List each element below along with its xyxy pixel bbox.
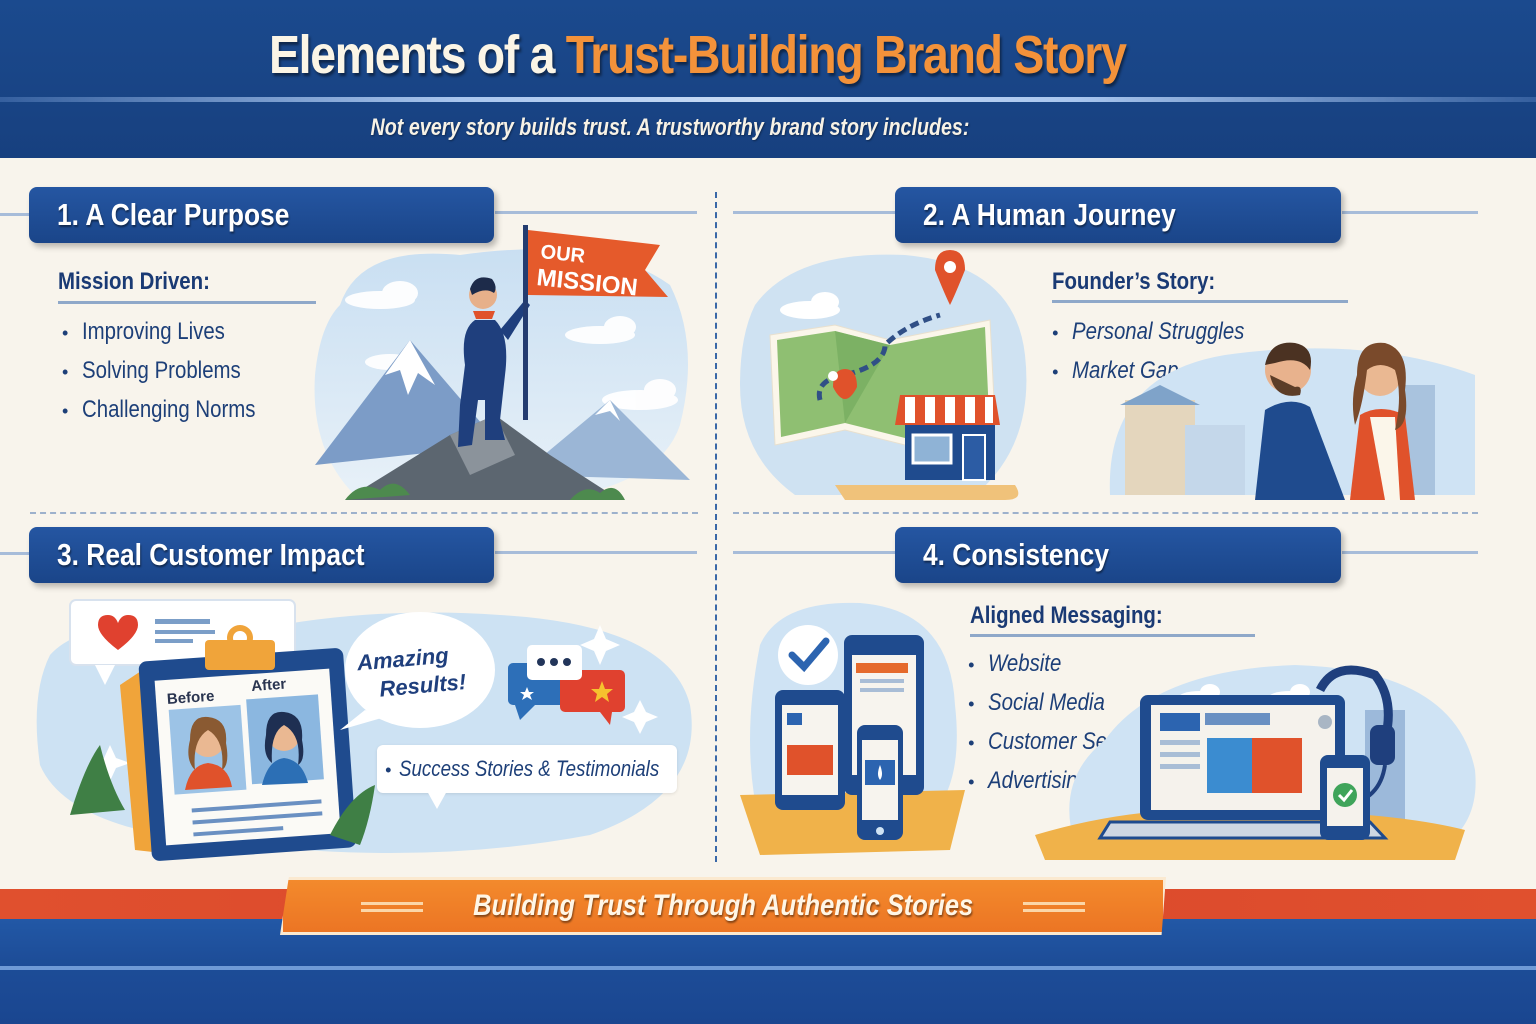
tab-line xyxy=(1342,551,1478,554)
testimonial-callout: •Success Stories & Testimonials xyxy=(377,745,677,809)
heart-icon xyxy=(98,615,138,650)
section-title-3: 3. Real Customer Impact xyxy=(29,527,494,583)
founders-illustration xyxy=(1109,342,1475,500)
list-item: •Personal Struggles xyxy=(1052,318,1245,345)
testimonials-illustration: Before After Amazing Results! xyxy=(36,599,692,861)
vertical-divider xyxy=(715,192,717,862)
title-white-part: Elements of a xyxy=(268,25,566,85)
mountain-flag-illustration: OUR MISSION xyxy=(314,225,690,500)
list-item: •Solving Problems xyxy=(62,357,241,384)
subheading-mission-driven: Mission Driven: xyxy=(58,268,210,295)
footer-banner-text: Building Trust Through Authentic Stories xyxy=(472,889,974,922)
title-orange-part: Trust-Building Brand Story xyxy=(565,25,1127,85)
banner-decoration-left xyxy=(360,902,423,913)
banner-decoration-right xyxy=(1023,902,1086,913)
checkmark-icon xyxy=(788,637,830,673)
page-subtitle: Not every story builds trust. A trustwor… xyxy=(370,114,970,141)
footer-divider xyxy=(0,966,1536,970)
horizontal-divider-left xyxy=(30,512,698,514)
list-item: •Website xyxy=(968,650,1062,677)
tab-line xyxy=(0,552,30,555)
laptop-headset-illustration xyxy=(1035,665,1476,860)
horizontal-divider-right xyxy=(733,512,1478,514)
devices-illustration xyxy=(740,602,965,855)
list-item: •Challenging Norms xyxy=(62,396,256,423)
impact-bullet-list: •Success Stories & Testimonials xyxy=(385,750,705,789)
subheading-rule xyxy=(1052,300,1348,303)
after-label: After xyxy=(251,676,287,695)
list-item: •Social Media xyxy=(968,689,1105,716)
tab-line xyxy=(495,551,697,554)
tab-line xyxy=(733,551,895,554)
footer-blue-band xyxy=(0,919,1536,1024)
section-title-1: 1. A Clear Purpose xyxy=(29,187,494,243)
mission-bullet-list: •Improving Lives •Solving Problems •Chal… xyxy=(62,313,286,430)
callout-tail xyxy=(427,791,447,809)
flag-text-our: OUR xyxy=(539,241,586,268)
section-title-4: 4. Consistency xyxy=(895,527,1341,583)
list-item: •Success Stories & Testimonials xyxy=(385,756,660,781)
tab-line xyxy=(733,211,895,214)
list-item: •Market Gap xyxy=(1052,357,1179,384)
list-item: •Improving Lives xyxy=(62,318,225,345)
tab-line xyxy=(1342,211,1478,214)
subheading-aligned-messaging: Aligned Messaging: xyxy=(970,602,1163,629)
tab-line xyxy=(0,213,30,216)
header: Elements of a Trust-Building Brand Story… xyxy=(0,0,1536,158)
header-divider xyxy=(0,97,1536,102)
subheading-rule xyxy=(970,634,1255,637)
page-title: Elements of a Trust-Building Brand Story xyxy=(97,24,1297,86)
founder-bullet-list: •Personal Struggles •Market Gap xyxy=(1052,313,1275,391)
subheading-rule xyxy=(58,301,316,304)
map-storefront-illustration xyxy=(740,250,1027,500)
footer-banner: Building Trust Through Authentic Stories xyxy=(280,877,1166,935)
tab-line xyxy=(495,211,697,214)
before-label: Before xyxy=(166,688,215,708)
subheading-founders-story: Founder’s Story: xyxy=(1052,268,1216,295)
section-title-2: 2. A Human Journey xyxy=(895,187,1341,243)
